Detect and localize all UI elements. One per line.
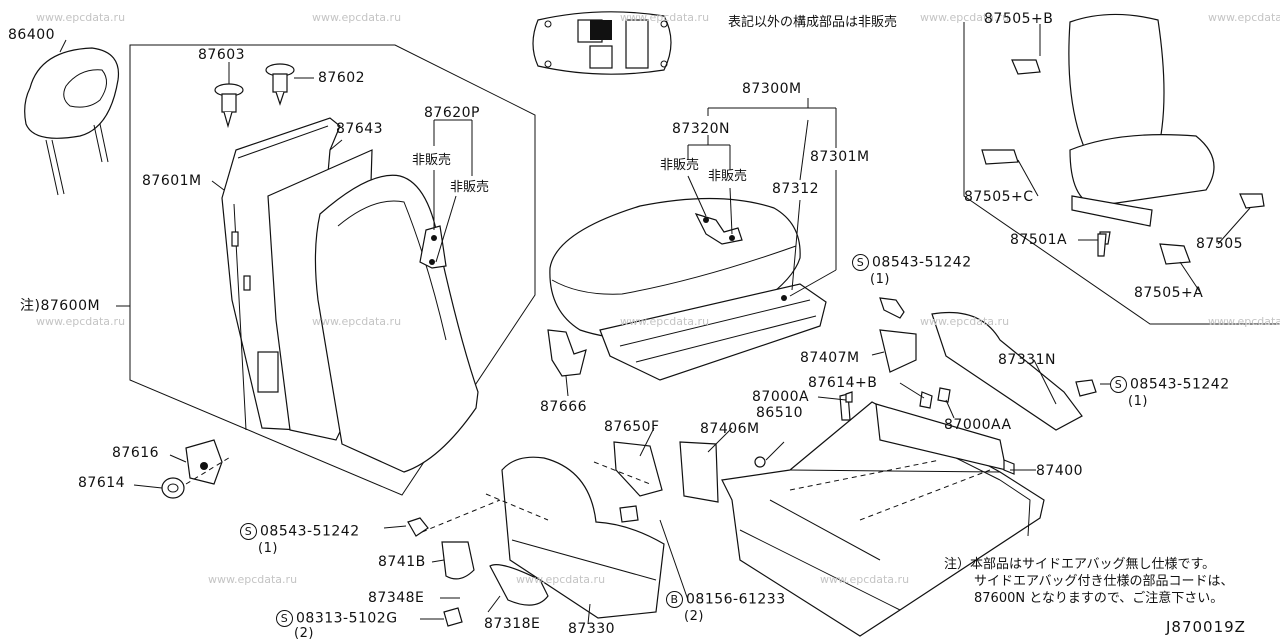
watermark: www.epcdata.ru — [312, 315, 402, 328]
part-label-87601m: 87601M — [142, 173, 202, 189]
part-label-87505b: 87505+B — [984, 11, 1054, 27]
part-label-87650f: 87650F — [604, 419, 660, 435]
fastener-code: 08313-5102G — [296, 610, 398, 627]
part-label-87000a: 87000A — [752, 389, 810, 405]
not-sold-label: 非販売 — [412, 153, 452, 168]
side-shield-group — [421, 311, 1083, 619]
not-sold-label: 非販売 — [660, 158, 700, 173]
watermark: www.epcdata.ru — [312, 11, 402, 24]
seatback-group — [24, 44, 536, 499]
watermark: www.epcdata.ru — [920, 315, 1010, 328]
watermark: www.epcdata.ru — [620, 315, 710, 328]
bracket-icon — [547, 329, 587, 377]
part-label-87312: 87312 — [772, 181, 820, 197]
fastener-qty: (1) — [870, 272, 890, 287]
part-label-87320n: 87320N — [672, 121, 731, 137]
complete-seat-group — [963, 13, 1280, 325]
part-label-87614b: 87614+B — [808, 375, 878, 391]
part-label-87614: 87614 — [78, 475, 126, 491]
fastener-mark: S — [240, 523, 257, 540]
bolt-icons — [407, 233, 1107, 627]
part-label-87602: 87602 — [318, 70, 366, 86]
part-label-87348e: 87348E — [368, 590, 425, 606]
fastener-qty: (2) — [294, 626, 314, 641]
part-label-87406m: 87406M — [700, 421, 760, 437]
fastener-code: 08543-51242 — [872, 254, 972, 271]
fastener-mark: S — [276, 610, 293, 627]
headrest-guide-icon — [214, 63, 295, 129]
footnote-line: サイドエアバッグ付き仕様の部品コードは、 — [974, 574, 1234, 589]
not-sold-label: 非販売 — [708, 169, 748, 184]
footnote-line: 注）本部品はサイドエアバッグ無し仕様です。 — [944, 557, 1216, 572]
headrest-icon — [24, 47, 120, 196]
part-label-87330: 87330 — [568, 621, 616, 637]
part-label-87501a: 87501A — [1010, 232, 1068, 248]
watermark: www.epcdata.ru — [1208, 315, 1280, 328]
part-label-87620p: 87620P — [424, 105, 480, 121]
watermark: www.epcdata.ru — [36, 315, 126, 328]
part-label-87643: 87643 — [336, 121, 384, 137]
watermark: www.epcdata.ru — [516, 573, 606, 586]
fastener-code: 08543-51242 — [260, 523, 360, 540]
part-label-87600m: 注)87600M — [20, 298, 101, 314]
part-label-87666: 87666 — [540, 399, 588, 415]
part-label-87407m: 87407M — [800, 350, 860, 366]
washer-icon — [161, 477, 185, 499]
part-label-87616: 87616 — [112, 445, 160, 461]
watermark: www.epcdata.ru — [1208, 11, 1280, 24]
part-label-87603: 87603 — [198, 47, 246, 63]
part-label-87505a: 87505+A — [1134, 285, 1204, 301]
part-label-86510: 86510 — [756, 405, 804, 421]
part-label-8741b: 8741B — [378, 554, 426, 570]
fastener-qty: (1) — [258, 541, 278, 556]
fastener-code: 08156-61233 — [686, 591, 786, 608]
not-sold-label: 非販売 — [450, 180, 490, 195]
fastener-mark: S — [1110, 376, 1127, 393]
part-label-86400: 86400 — [8, 27, 56, 43]
fastener-qty: (1) — [1128, 394, 1148, 409]
part-label-87318e: 87318E — [484, 616, 541, 632]
vehicle-locator-icon — [532, 11, 672, 75]
leader-lines — [59, 24, 1251, 625]
part-label-87000aa: 87000AA — [944, 417, 1012, 433]
watermark: www.epcdata.ru — [620, 11, 710, 24]
watermark: www.epcdata.ru — [208, 573, 298, 586]
footnote: 注）本部品はサイドエアバッグ無し仕様です。 サイドエアバッグ付き仕様の部品コード… — [944, 556, 1233, 607]
part-label-87301m: 87301M — [810, 149, 870, 165]
footnote-line: 87600N となりますので、ご注意下さい。 — [974, 591, 1224, 606]
watermark: www.epcdata.ru — [36, 11, 126, 24]
part-label-87400: 87400 — [1036, 463, 1084, 479]
part-label-87300m: 87300M — [742, 81, 802, 97]
seat-cushion-group — [547, 197, 827, 381]
seat-rail-group — [721, 393, 1045, 637]
header-note: 表記以外の構成部品は非販売 — [728, 15, 898, 30]
watermark: www.epcdata.ru — [920, 11, 1010, 24]
fastener-mark: S — [852, 254, 869, 271]
fastener-mark: B — [666, 591, 683, 608]
part-label-87331n: 87331N — [998, 352, 1057, 368]
part-label-87505: 87505 — [1196, 236, 1244, 252]
watermark: www.epcdata.ru — [820, 573, 910, 586]
fastener-code: 08543-51242 — [1130, 376, 1230, 393]
diagram-code: J870019Z — [1166, 618, 1246, 636]
part-label-87505c: 87505+C — [964, 189, 1034, 205]
fastener-qty: (2) — [684, 609, 704, 624]
